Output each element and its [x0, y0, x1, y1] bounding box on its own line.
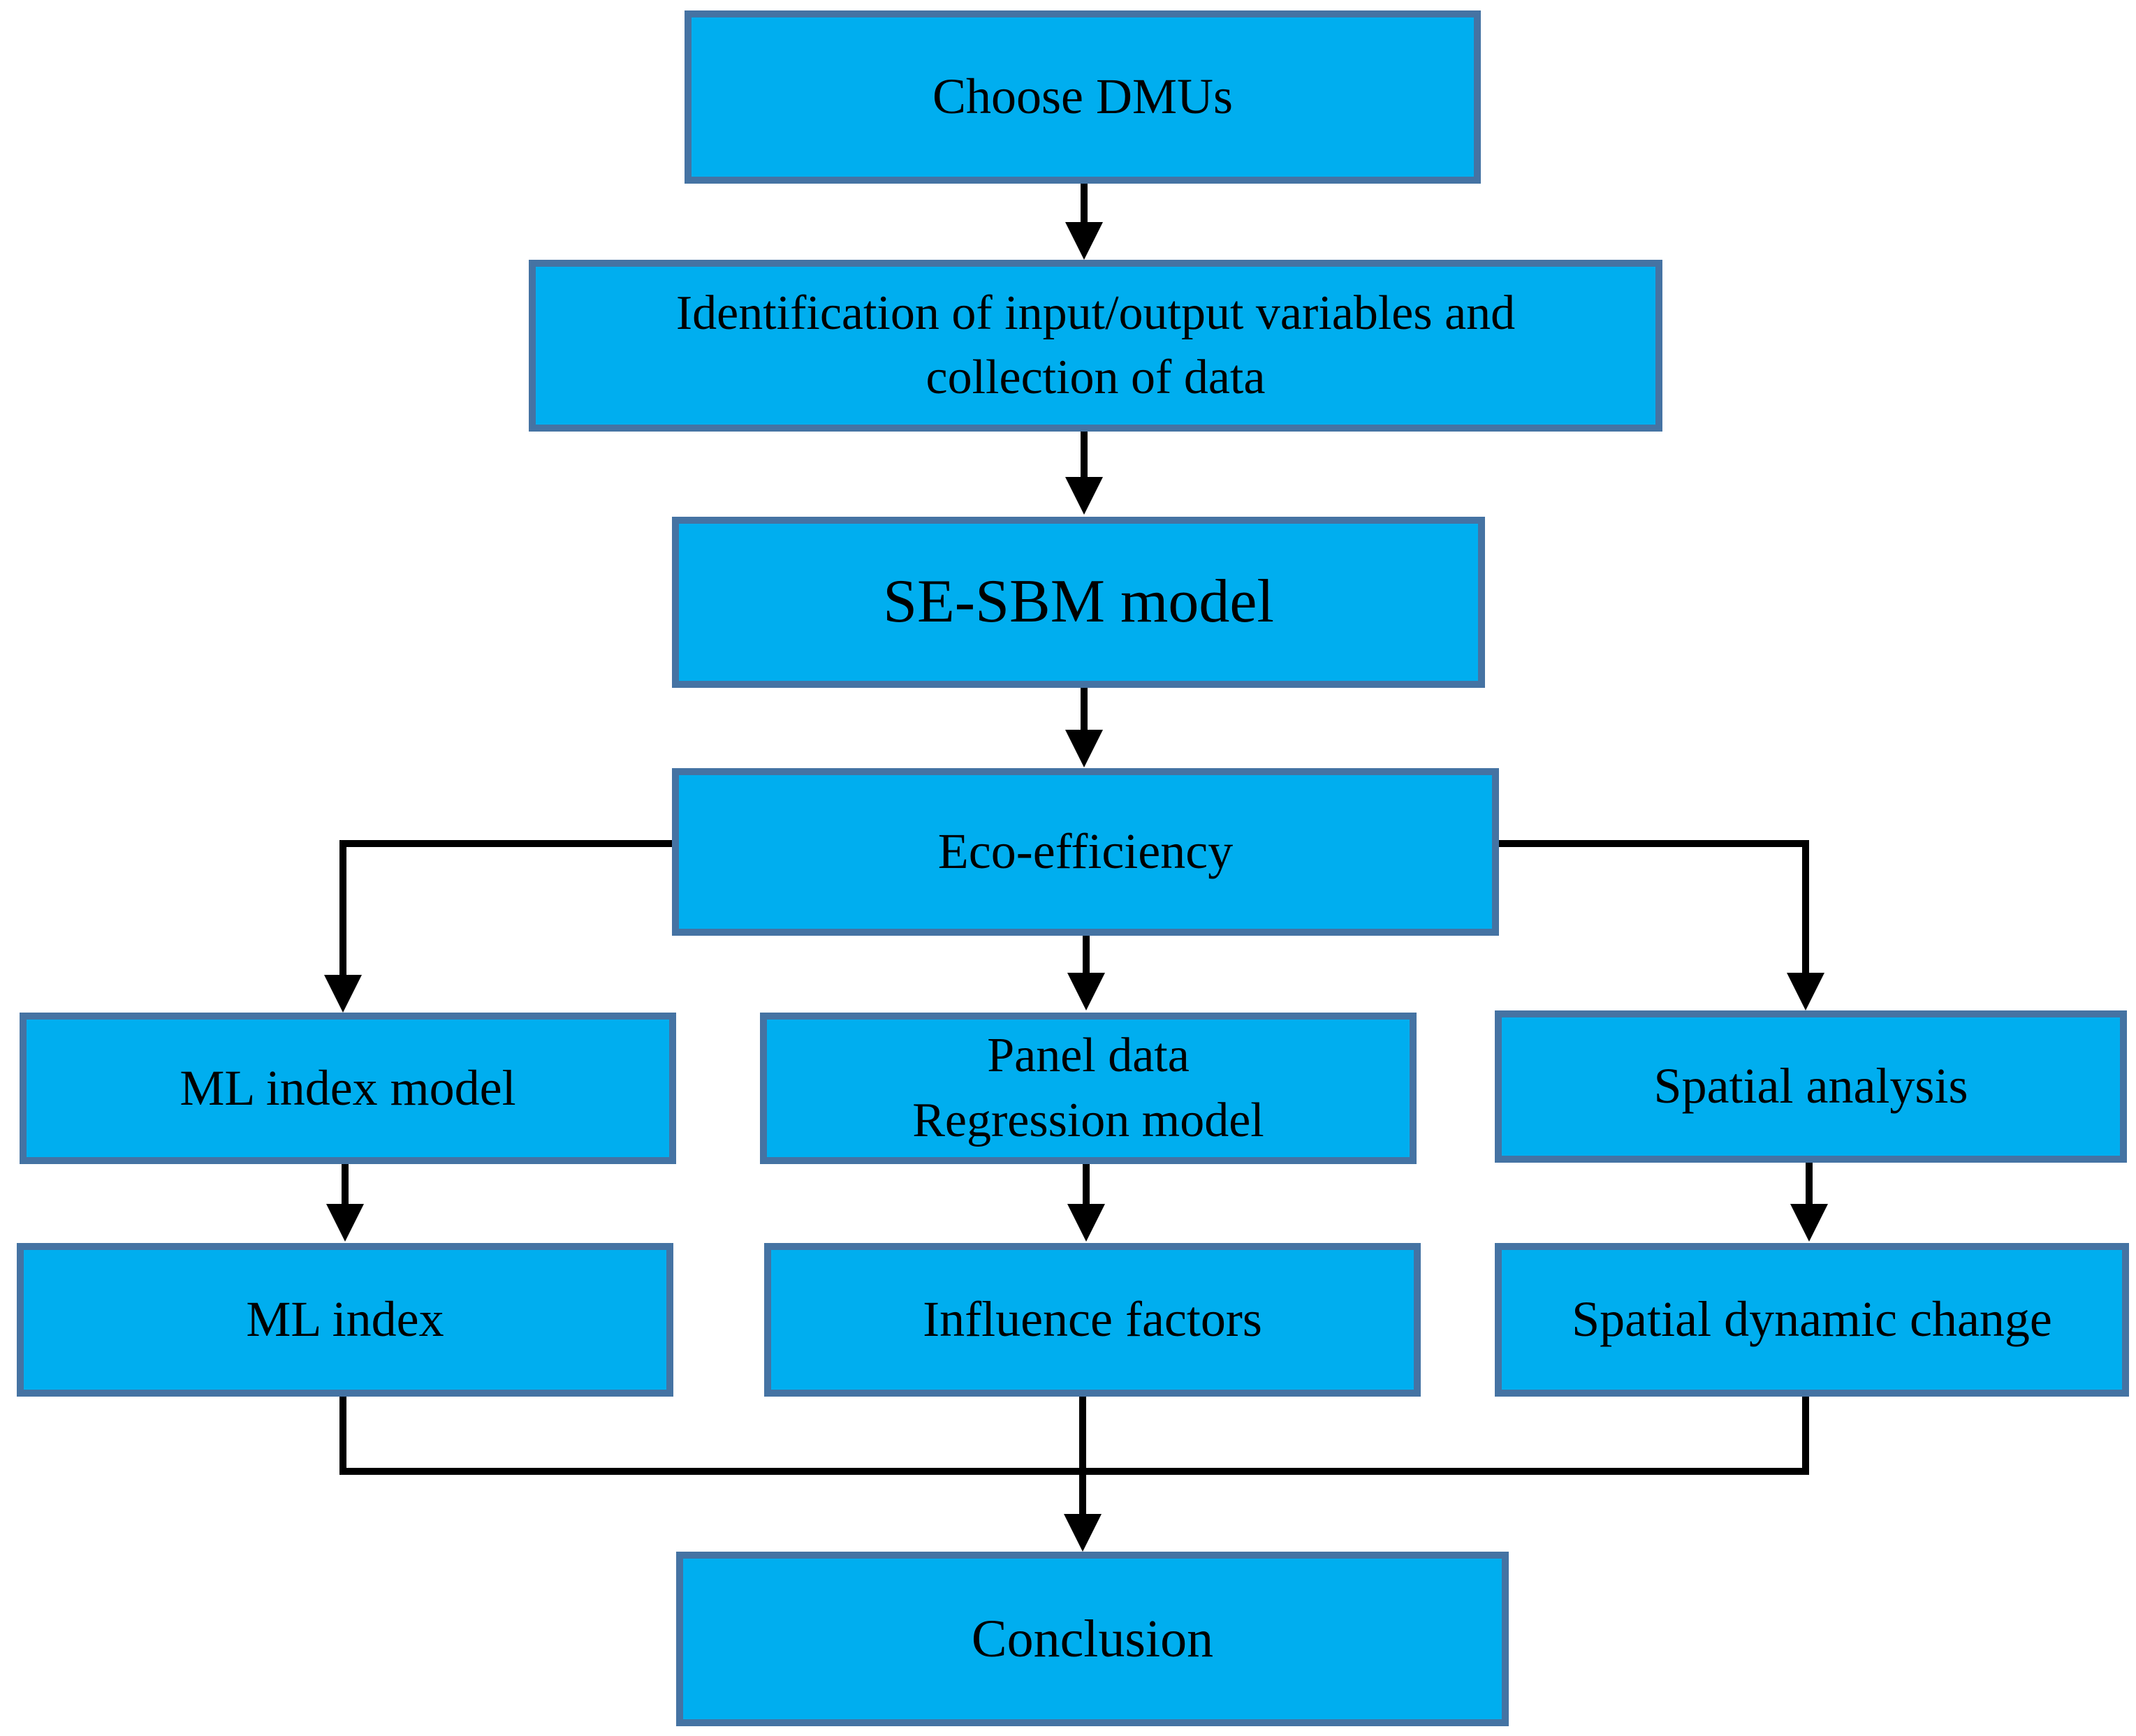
edge-mlindex-down-stem — [339, 1397, 346, 1475]
edge-dynamic-down-stem — [1802, 1397, 1809, 1475]
edge-eco-to-spatial-hline — [1499, 840, 1809, 847]
node-ml-index-model: ML index model — [20, 1013, 676, 1164]
edge-panel-to-influence-arrowhead-icon — [1067, 1204, 1105, 1242]
edge-influence-to-conclusion-stem — [1079, 1397, 1086, 1515]
edge-sesbm-to-eco-arrowhead-icon — [1065, 730, 1103, 767]
edge-choose-to-identification-stem — [1081, 184, 1088, 225]
edge-mlmodel-to-mlindex-arrowhead-icon — [326, 1204, 364, 1242]
node-se-sbm-model-label: SE-SBM model — [883, 568, 1274, 636]
edge-spatial-to-dynamic-stem — [1806, 1163, 1813, 1206]
edge-panel-to-influence-stem — [1083, 1164, 1090, 1206]
node-choose-dmus-label: Choose DMUs — [932, 68, 1234, 125]
edge-eco-to-mlmodel-stem — [339, 840, 346, 977]
node-ml-index: ML index — [17, 1243, 673, 1397]
edge-eco-to-spatial-arrowhead-icon — [1787, 973, 1824, 1010]
edge-sesbm-to-eco-stem — [1081, 688, 1088, 731]
node-spatial-dynamic-change-label: Spatial dynamic change — [1572, 1291, 2052, 1348]
edge-eco-to-panel-stem — [1083, 936, 1090, 974]
edge-spatial-to-dynamic-arrowhead-icon — [1790, 1204, 1828, 1242]
node-influence-factors: Influence factors — [764, 1243, 1421, 1397]
edge-collector-hline — [339, 1468, 1809, 1475]
edge-eco-to-panel-arrowhead-icon — [1067, 973, 1105, 1010]
node-panel-data-regression-label: Panel data Regression model — [912, 1029, 1264, 1147]
edge-identification-to-sesbm-arrowhead-icon — [1065, 477, 1103, 515]
edge-collector-to-conclusion-arrowhead-icon — [1064, 1514, 1102, 1552]
node-ml-index-label: ML index — [246, 1291, 444, 1348]
edge-eco-to-mlmodel-hline — [339, 840, 672, 847]
node-eco-efficiency-label: Eco-efficiency — [937, 823, 1234, 880]
node-spatial-analysis: Spatial analysis — [1495, 1010, 2127, 1163]
node-conclusion: Conclusion — [676, 1552, 1509, 1726]
node-conclusion-label: Conclusion — [971, 1609, 1214, 1668]
node-spatial-dynamic-change: Spatial dynamic change — [1495, 1243, 2129, 1397]
node-eco-efficiency: Eco-efficiency — [672, 768, 1499, 936]
edge-eco-to-mlmodel-arrowhead-icon — [324, 975, 362, 1013]
node-se-sbm-model: SE-SBM model — [672, 517, 1485, 688]
edge-identification-to-sesbm-stem — [1081, 432, 1088, 478]
node-identification-label: Identification of input/output variables… — [675, 286, 1516, 404]
node-influence-factors-label: Influence factors — [923, 1291, 1262, 1348]
node-spatial-analysis-label: Spatial analysis — [1653, 1058, 1968, 1115]
node-panel-data-regression: Panel data Regression model — [760, 1013, 1417, 1164]
node-identification: Identification of input/output variables… — [529, 260, 1662, 432]
edge-eco-to-spatial-stem — [1802, 840, 1809, 976]
edge-choose-to-identification-arrowhead-icon — [1065, 222, 1103, 260]
node-choose-dmus: Choose DMUs — [685, 10, 1481, 184]
node-ml-index-model-label: ML index model — [180, 1059, 516, 1116]
edge-mlmodel-to-mlindex-stem — [342, 1164, 349, 1206]
